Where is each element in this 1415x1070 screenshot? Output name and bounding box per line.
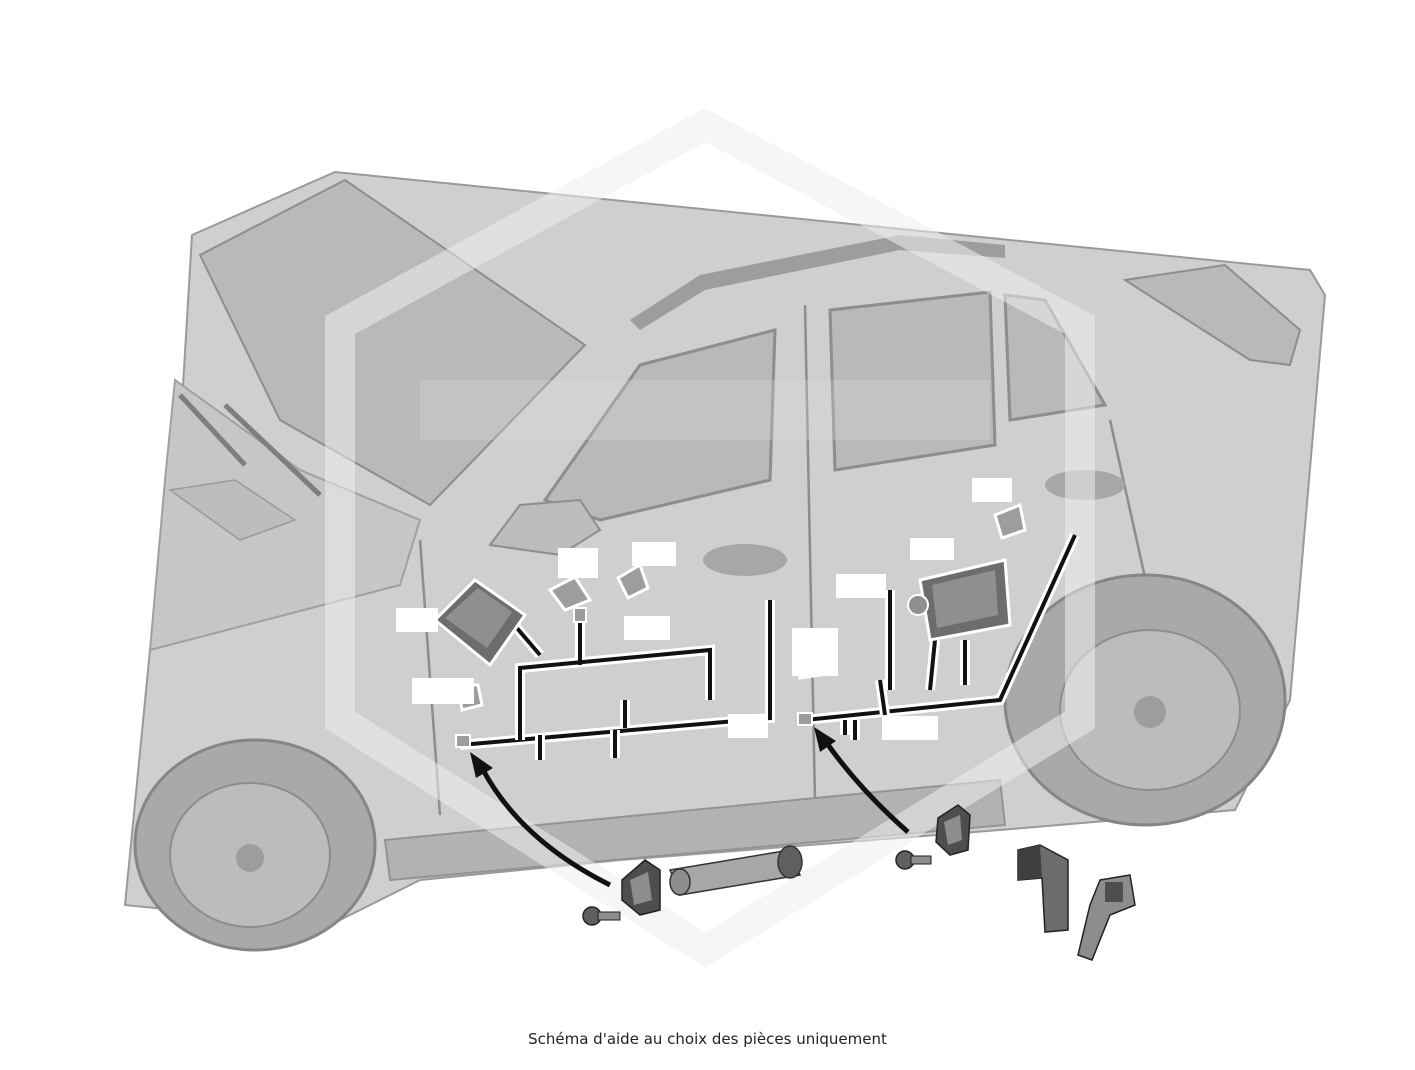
callout-box	[558, 548, 598, 578]
callout-box	[728, 714, 768, 738]
grommet-icon[interactable]	[668, 845, 803, 896]
callout-box	[624, 616, 670, 640]
curved-arrow-icon	[814, 727, 910, 834]
logo-watermark	[325, 107, 1095, 968]
control-module-icon[interactable]	[907, 558, 1012, 642]
callout-box	[792, 628, 838, 676]
wiper-left	[178, 393, 247, 467]
side-mirror	[488, 498, 602, 557]
curved-arrow-icon	[470, 752, 612, 888]
rear-window	[1122, 263, 1302, 367]
connector-icon[interactable]	[573, 607, 587, 623]
hood-vent	[168, 479, 297, 541]
connector-icon[interactable]	[455, 734, 471, 748]
callout-box	[412, 678, 474, 704]
elbow-connector-icon[interactable]	[1077, 874, 1136, 961]
screw-icon[interactable]	[582, 906, 621, 926]
callout-box	[632, 542, 676, 566]
connector-icon[interactable]	[935, 804, 971, 856]
windshield	[198, 178, 587, 507]
car-illustration	[123, 170, 1327, 952]
control-module-icon[interactable]	[432, 578, 528, 668]
callout-box	[910, 538, 954, 560]
callout-box	[836, 574, 886, 598]
rear-wheel	[1003, 573, 1287, 827]
connector-icon[interactable]	[797, 712, 813, 726]
rear-door-window	[828, 290, 997, 472]
callout-box	[972, 478, 1012, 502]
connector-icon[interactable]	[616, 562, 650, 601]
front-door-harness	[459, 600, 775, 760]
connector-icon[interactable]	[621, 859, 661, 916]
wiper-right	[223, 403, 322, 497]
callout-boxes	[396, 478, 1012, 740]
diagram-caption: Schéma d'aide au choix des pièces unique…	[528, 1030, 887, 1048]
rear-door-seam	[1108, 419, 1152, 601]
rear-door-harness	[804, 532, 1080, 740]
front-wheel	[133, 738, 377, 952]
roof-rail	[630, 235, 1005, 330]
callout-box	[396, 608, 438, 632]
connector-icon[interactable]	[993, 502, 1027, 540]
elbow-connector-icon[interactable]	[1017, 844, 1069, 933]
screw-icon[interactable]	[895, 850, 932, 870]
connector-icon[interactable]	[547, 575, 593, 612]
callout-box	[882, 716, 938, 740]
front-door-handle	[703, 544, 787, 576]
